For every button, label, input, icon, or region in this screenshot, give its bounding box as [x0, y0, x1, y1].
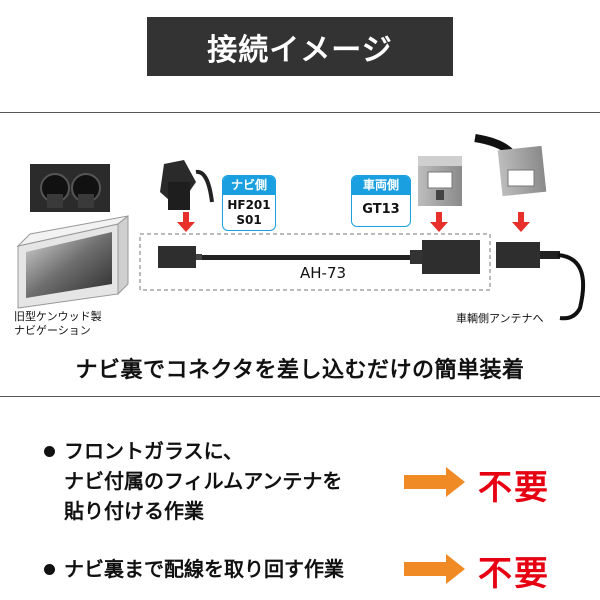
cable-car-plug: [422, 240, 480, 274]
car-side-connector-photo: [418, 156, 462, 206]
item2-line1: ナビ裏まで配線を取り回す作業: [64, 557, 344, 581]
car-side-tag: 車両側 GT13: [351, 175, 411, 227]
pointer-arrow-antenna: [512, 212, 530, 232]
navi-rear-connector-photo: [30, 164, 110, 212]
kit-dashed-outline: [139, 233, 491, 291]
cable-model-label: AH-73: [300, 264, 347, 282]
navigation-unit-icon: [16, 214, 129, 309]
car-side-tag-header: 車両側: [352, 176, 410, 195]
item1-line3: 貼り付ける作業: [64, 499, 204, 523]
bullet-dot: [44, 446, 55, 457]
item1-line2: ナビ付属のフィルムアンテナを: [64, 469, 343, 493]
bullet-dot: [44, 564, 55, 575]
orange-arrow-icon: [404, 554, 465, 584]
navi-side-tag-header: ナビ側: [223, 176, 275, 195]
navi-side-tag: ナビ側 HF201 S01: [222, 175, 276, 231]
diagram-graphics: [16, 134, 586, 321]
item2-result: 不要: [478, 554, 550, 594]
pointer-arrow-navi: [177, 212, 195, 232]
navi-unit-label-line1: 旧型ケンウッド製: [14, 310, 102, 323]
navi-side-tag-model-line2: S01: [236, 213, 262, 227]
headline: ナビ裏でコネクタを差し込むだけの簡単装着: [75, 358, 525, 383]
antenna-cable: [557, 253, 586, 321]
orange-arrow-icon: [404, 467, 465, 497]
cable-navi-plug: [158, 246, 196, 268]
pointer-arrow-car: [430, 212, 448, 232]
car-side-tag-model: GT13: [362, 202, 400, 217]
navi-side-plug-photo: [160, 160, 214, 210]
antenna-plug: [496, 242, 540, 268]
item1-result: 不要: [478, 468, 550, 508]
top-divider: [0, 112, 600, 113]
middle-divider: [0, 396, 600, 397]
navi-side-tag-model-line1: HF201: [227, 198, 271, 212]
page-title: 接続イメージ: [147, 17, 453, 76]
antenna-label: 車輌側アンテナへ: [456, 312, 544, 325]
cable-wire: [202, 255, 412, 260]
navi-unit-label-line2: ナビゲーション: [14, 324, 91, 337]
connection-diagram: ナビ側 HF201 S01 車両側 GT13 AH-73 旧型ケンウッド製 ナビ…: [0, 112, 600, 352]
antenna-connector-photo: [474, 134, 547, 197]
item1-line1: フロントガラスに、: [64, 439, 243, 463]
